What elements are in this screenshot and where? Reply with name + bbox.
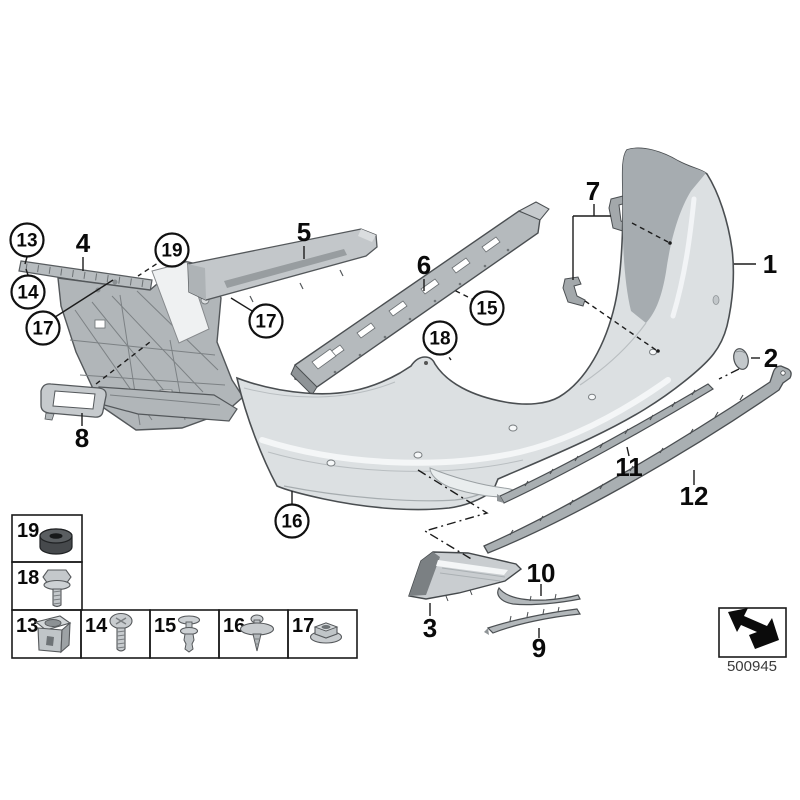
svg-text:19: 19 <box>161 241 182 262</box>
callout-4[interactable]: 4 <box>76 228 91 258</box>
callout-11[interactable]: 11 <box>615 452 643 482</box>
callout-10[interactable]: 10 <box>527 558 556 588</box>
callout-2[interactable]: 2 <box>764 343 778 373</box>
diagram-code: 500945 <box>727 658 777 675</box>
bumper-corner-inner-face <box>622 148 706 323</box>
svg-text:13: 13 <box>16 615 38 637</box>
hex-flange-screw-icon <box>42 569 72 608</box>
part-4-side-support-bracket <box>18 260 244 431</box>
part-11-trim-strip <box>497 383 714 504</box>
part-5-guide-rail <box>187 228 378 303</box>
direction-box <box>718 607 787 658</box>
part-3-tabs <box>445 589 473 602</box>
legend-cell-18[interactable]: 18 <box>11 561 83 611</box>
svg-text:17: 17 <box>292 615 314 637</box>
svg-text:19: 19 <box>17 520 39 542</box>
part-3-side-trim-unit <box>408 551 523 602</box>
part-12-trim-strip <box>483 365 792 554</box>
pan-head-screw-icon <box>109 612 133 652</box>
svg-text:13: 13 <box>16 231 37 252</box>
svg-text:17: 17 <box>255 312 276 333</box>
callout-6[interactable]: 6 <box>417 250 431 280</box>
legend-cell-14[interactable]: 14 <box>80 609 151 659</box>
svg-text:16: 16 <box>281 512 302 533</box>
legend-cell-16[interactable]: 16 <box>218 609 289 659</box>
legend: 19 18 13 <box>11 514 358 659</box>
callout-7[interactable]: 7 <box>586 176 600 206</box>
carrier-holes <box>311 236 501 370</box>
callout-17-left[interactable]: 17 <box>25 310 61 346</box>
svg-text:16: 16 <box>223 615 245 637</box>
callout-5[interactable]: 5 <box>297 217 311 247</box>
carrier-perforations <box>333 248 510 374</box>
callout-13[interactable]: 13 <box>9 222 45 258</box>
part-8-frame <box>40 383 107 421</box>
legend-cell-13[interactable]: 13 <box>11 609 82 659</box>
part-2-cover-cap <box>733 348 749 370</box>
part-6-bumper-carrier <box>290 201 550 396</box>
plain-callouts: 1 2 3 4 5 6 7 8 9 10 11 12 <box>75 176 778 663</box>
bumper-sensor-holes <box>326 348 657 467</box>
part-1-16-bumper-trim-panel <box>235 147 735 511</box>
flange-nut-icon <box>309 622 343 644</box>
callout-9[interactable]: 9 <box>532 633 546 663</box>
grommet-icon <box>39 528 73 555</box>
strip-12-tabs <box>509 394 744 536</box>
direction-arrow-icon <box>728 608 779 649</box>
callout-16[interactable]: 16 <box>274 503 310 539</box>
expansion-rivet-icon <box>177 615 201 653</box>
svg-text:18: 18 <box>17 567 39 589</box>
strip-9-tabs <box>509 606 560 622</box>
bracket-teeth <box>25 263 144 288</box>
cage-nut-icon <box>34 615 72 654</box>
callout-18[interactable]: 18 <box>422 320 458 356</box>
svg-text:15: 15 <box>476 299 498 320</box>
callout-15[interactable]: 15 <box>469 290 505 326</box>
callout-3[interactable]: 3 <box>423 613 437 643</box>
footer: 500945 <box>718 607 787 675</box>
svg-text:14: 14 <box>85 615 108 637</box>
svg-text:17: 17 <box>32 319 53 340</box>
rail-tabs <box>249 269 344 303</box>
legend-cell-17[interactable]: 17 <box>287 609 358 659</box>
callout-14[interactable]: 14 <box>10 274 46 310</box>
svg-text:14: 14 <box>17 283 39 304</box>
part-9-trim-strip <box>484 606 582 635</box>
callout-19[interactable]: 19 <box>154 232 190 268</box>
callout-1[interactable]: 1 <box>763 249 777 279</box>
legend-cell-15[interactable]: 15 <box>149 609 220 659</box>
svg-text:15: 15 <box>154 615 176 637</box>
washer-rivet-icon <box>239 614 275 652</box>
strip-11-tabs <box>524 389 696 487</box>
part-10-trim-strip <box>497 586 581 606</box>
svg-text:18: 18 <box>429 329 450 350</box>
callout-17-mid[interactable]: 17 <box>248 303 284 339</box>
legend-cell-19[interactable]: 19 <box>11 514 83 563</box>
circled-callouts: 13 14 17 19 17 15 18 16 <box>9 222 505 539</box>
callout-8[interactable]: 8 <box>75 423 89 453</box>
callout-12[interactable]: 12 <box>680 481 709 511</box>
